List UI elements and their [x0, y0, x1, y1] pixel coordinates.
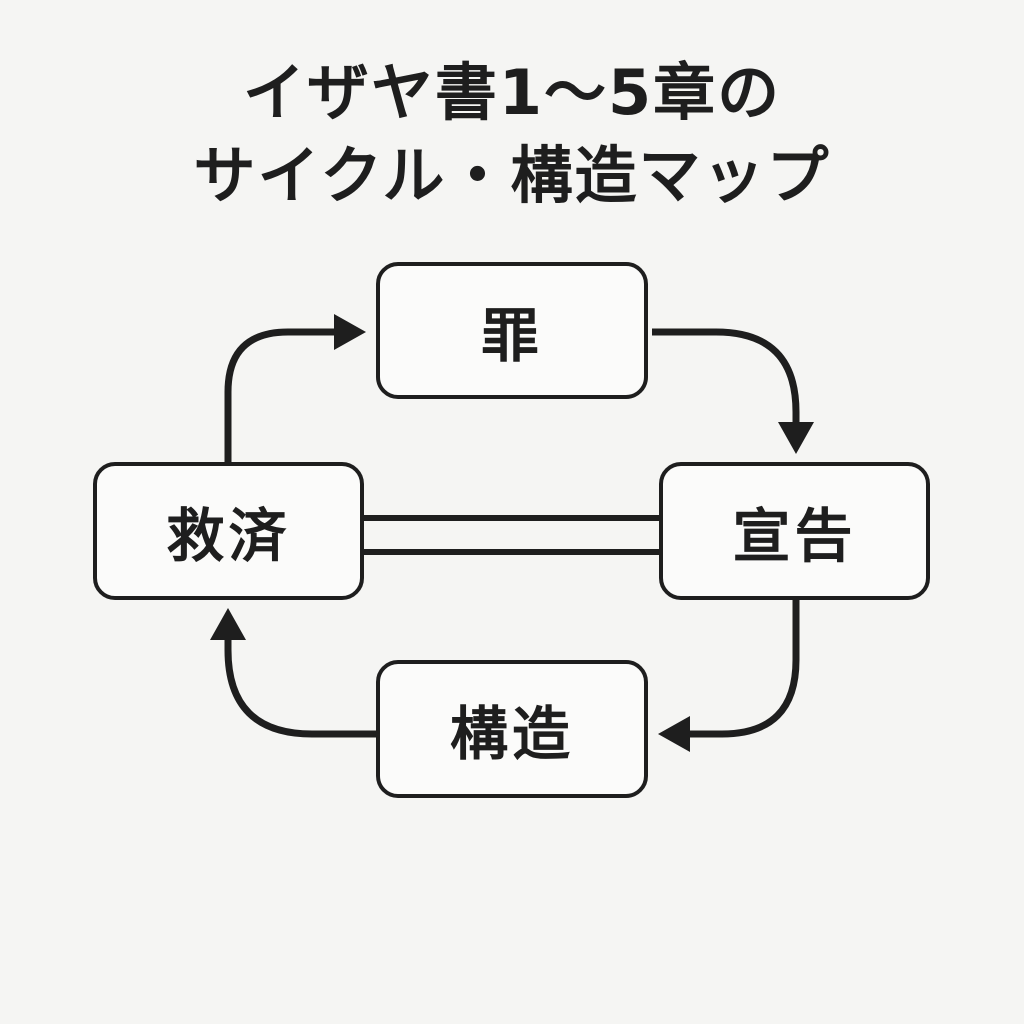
- node-proclamation: 宣告: [659, 462, 930, 600]
- arrowhead-to-sin: [334, 314, 366, 350]
- arrowhead-to-proclamation: [778, 422, 814, 454]
- diagram-title-line-2: サイクル・構造マップ: [193, 139, 831, 212]
- arrowhead-to-salvation: [210, 608, 246, 640]
- arrow-salvation-to-sin: [224, 328, 338, 462]
- arrowhead-to-structure: [658, 716, 690, 752]
- arrow-sin-to-proclamation: [652, 328, 800, 426]
- arrow-structure-to-salvation: [224, 638, 376, 738]
- node-structure: 構造: [376, 660, 648, 798]
- arrow-proclamation-to-structure: [690, 600, 800, 738]
- node-sin: 罪: [376, 262, 648, 399]
- diagram-title-line-1: イザヤ書1〜5章の: [242, 56, 782, 129]
- node-salvation: 救済: [93, 462, 364, 600]
